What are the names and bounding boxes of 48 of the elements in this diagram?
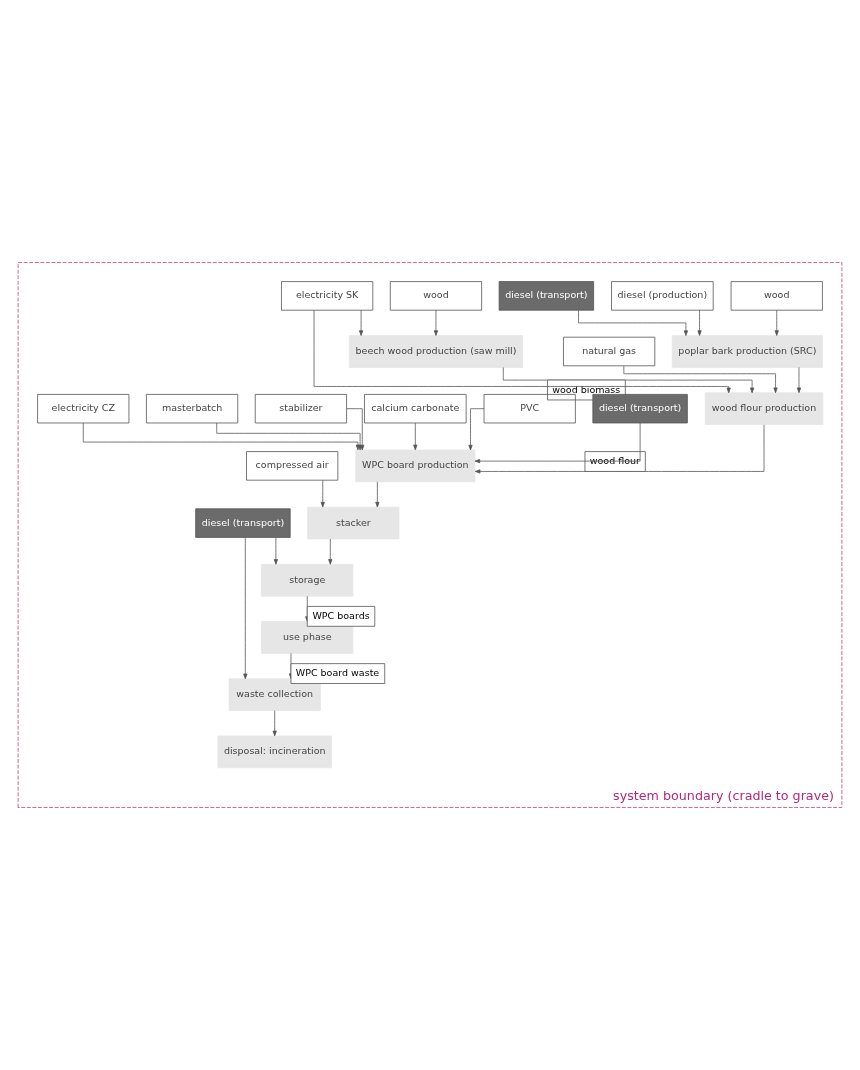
edge-label: wood biomass [552,383,621,395]
node-box: waste collection [228,678,321,711]
node-box: beech wood production (saw mill) [348,335,523,368]
arrow [272,710,277,737]
node-box: stabilizer [254,394,347,424]
arrow [328,538,333,565]
arrow [346,408,365,451]
node-box: WPC board production [355,449,476,483]
edge-label: WPC boards [312,610,370,622]
node-box: masterbatch [146,394,239,424]
arrow [313,309,731,394]
node-box: storage [261,564,354,597]
node-box: disposal: incineration [217,735,332,769]
node-box: diesel (production) [611,281,714,311]
arrow [468,408,485,451]
arrow [796,367,802,394]
edge-label: wood flour [589,455,640,467]
arrow [320,479,325,508]
arrow [623,365,778,394]
arrow [474,424,765,474]
node-box: diesel (transport) [498,281,595,311]
arrow [375,481,380,508]
node-box: natural gas [563,336,656,367]
node-box: wood [730,281,823,311]
node-box: use phase [261,621,354,654]
node-box: compressed air [246,451,339,481]
node-box: electricity CZ [37,394,130,424]
arrow [216,422,363,451]
node-box: diesel (transport) [592,394,688,424]
node-box: wood flour production [704,392,824,425]
arrow [82,422,360,451]
node-box: poplar bark production (SRC) [671,335,823,368]
node-box: electricity SK [281,281,374,311]
arrow [243,537,248,680]
arrow [502,367,755,394]
arrow [413,422,418,451]
node-box: wood [389,281,483,311]
node-box: diesel (transport) [195,508,291,538]
arrow [697,309,702,336]
arrow [774,309,779,336]
arrow [273,537,278,565]
arrow [433,309,439,336]
arrow [474,422,641,464]
edge-label: WPC board waste [295,667,380,679]
arrow [359,309,364,336]
node-box: stacker [307,506,400,540]
node-box: calcium carbonate [364,394,467,424]
node-box: PVC [483,394,576,424]
